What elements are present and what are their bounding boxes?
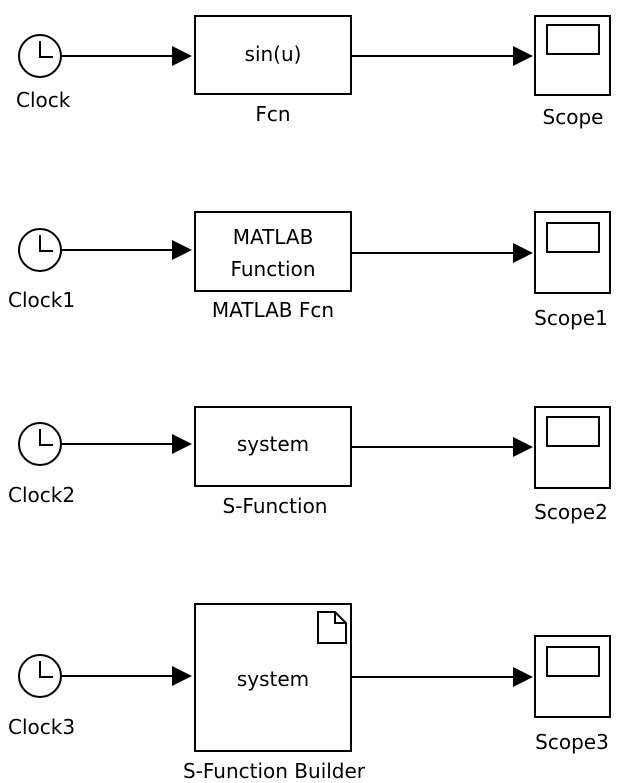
s-function-builder-block[interactable]: system (194, 603, 352, 752)
matlab-fcn-block-text-line2: Function (230, 257, 315, 281)
clock-label: Clock1 (8, 288, 75, 312)
row-0: Clock sin(u) Fcn Scope (16, 15, 611, 129)
document-icon (317, 611, 347, 644)
s-function-builder-block-text: system (237, 667, 309, 691)
scope-block[interactable] (534, 635, 611, 718)
fcn-block-text: sin(u) (245, 42, 302, 66)
s-function-block-label: S-Function (223, 494, 328, 518)
matlab-fcn-block[interactable]: MATLAB Function (194, 211, 352, 292)
clock-label: Clock2 (8, 483, 75, 507)
matlab-fcn-block-text-line1: MATLAB (233, 225, 314, 249)
scope-label: Scope1 (534, 306, 608, 330)
clock-block[interactable] (18, 422, 62, 466)
row-2: Clock2 system S-Function Scope2 (8, 406, 611, 524)
clock-block[interactable] (18, 34, 62, 78)
s-function-block-text: system (237, 432, 309, 456)
scope-label: Scope2 (534, 500, 608, 524)
row-1: Clock1 MATLAB Function MATLAB Fcn Scope1 (8, 211, 611, 330)
s-function-builder-block-label: S-Function Builder (183, 759, 366, 783)
scope-label: Scope3 (535, 730, 609, 754)
scope-block[interactable] (534, 406, 611, 489)
s-function-block[interactable]: system (194, 406, 352, 487)
fcn-block[interactable]: sin(u) (194, 15, 352, 95)
scope-label: Scope (543, 105, 604, 129)
row-3: Clock3 system S-Function Builder Scope3 (8, 603, 611, 783)
clock-label: Clock (16, 88, 71, 112)
clock-block[interactable] (18, 654, 62, 698)
matlab-fcn-block-label: MATLAB Fcn (212, 298, 334, 322)
fcn-block-label: Fcn (255, 102, 290, 126)
clock-block[interactable] (18, 228, 62, 272)
clock-label: Clock3 (8, 715, 75, 739)
scope-block[interactable] (534, 211, 611, 294)
scope-block[interactable] (534, 15, 611, 96)
